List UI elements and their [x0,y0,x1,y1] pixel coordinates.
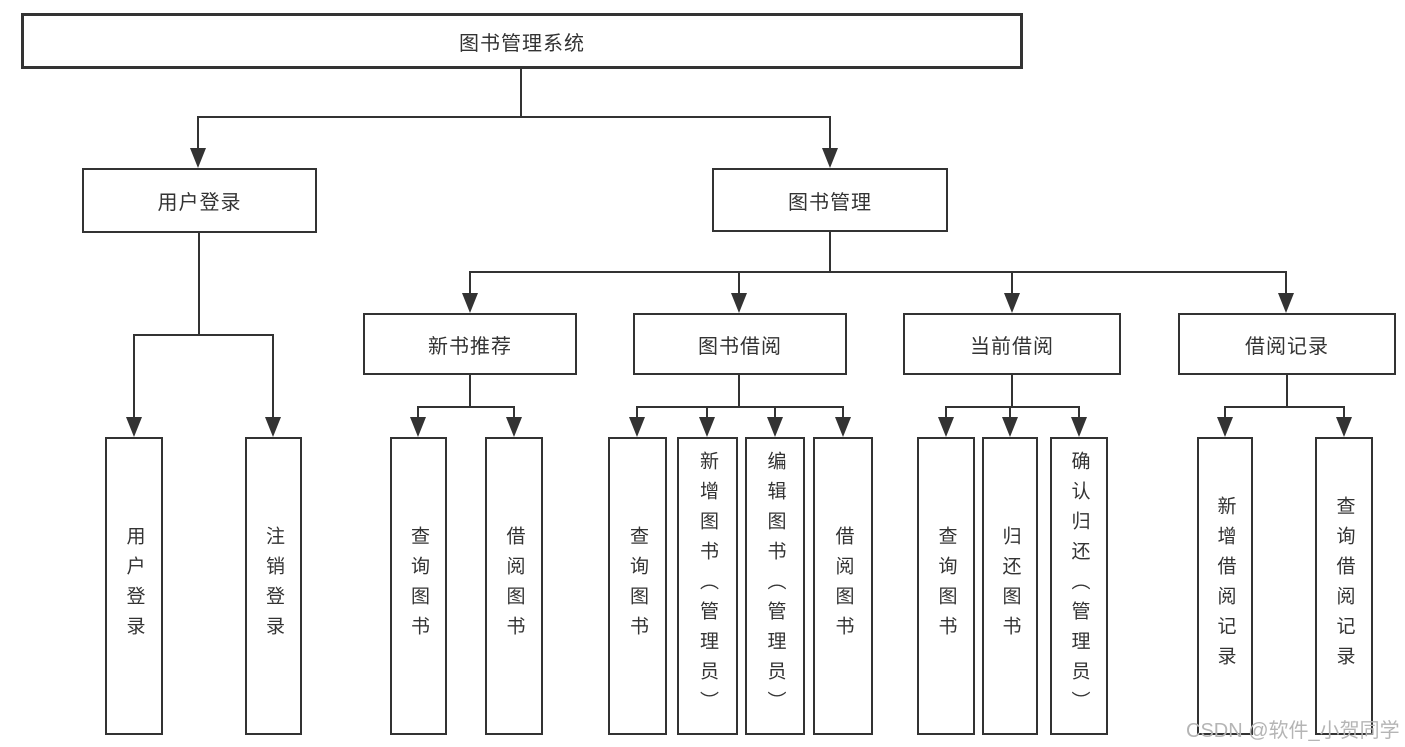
connector-line [470,271,1287,273]
connector-line [198,116,830,118]
connector-line [1078,406,1080,423]
node-book-borrow-label: 图书借阅 [698,335,782,358]
connector-line [738,271,740,299]
arrow-down-icon [629,417,645,437]
leaf-recommend-borrow-books: 借阅图书 [485,437,543,735]
connector-line [946,406,1079,408]
arrow-down-icon [1336,417,1352,437]
leaf-label: 查询图书 [627,526,648,646]
arrow-down-icon [410,417,426,437]
node-borrow-records-label: 借阅记录 [1245,335,1329,358]
leaf-borrow-add-books-admin: 新增图书（管理员） [677,437,738,735]
node-book-borrow: 图书借阅 [633,313,847,375]
leaf-label: 注销登录 [263,526,284,646]
connector-line [198,233,200,335]
connector-line [637,406,843,408]
arrow-down-icon [1278,293,1294,313]
leaf-label: 用户登录 [123,526,145,646]
node-new-book-recommend-label: 新书推荐 [428,335,512,358]
connector-line [417,406,419,423]
node-new-book-recommend: 新书推荐 [363,313,577,375]
arrow-down-icon [731,293,747,313]
connector-line [469,271,471,299]
node-current-borrow-label: 当前借阅 [970,335,1054,358]
arrow-down-icon [190,148,206,168]
arrow-down-icon [938,417,954,437]
leaf-user-login: 用户登录 [105,437,163,735]
connector-line [1225,406,1344,408]
leaf-label: 新增图书（管理员） [697,451,718,721]
connector-line [469,375,471,407]
connector-line [1286,375,1288,407]
connector-line [513,406,515,423]
connector-line [418,406,514,408]
leaf-label: 借阅图书 [503,526,525,646]
connector-line [829,232,831,272]
leaf-label: 查询借阅记录 [1333,496,1355,676]
leaf-label: 新增借阅记录 [1214,496,1236,676]
leaf-label: 查询图书 [935,526,957,646]
leaf-logout: 注销登录 [245,437,302,735]
arrow-down-icon [1004,293,1020,313]
node-current-borrow: 当前借阅 [903,313,1121,375]
leaf-borrow-query-books: 查询图书 [608,437,667,735]
leaf-recommend-query-books: 查询图书 [390,437,447,735]
arrow-down-icon [1002,417,1018,437]
connector-line [520,69,522,117]
node-root-label: 图书管理系统 [459,32,585,55]
leaf-label: 确认归还（管理员） [1068,451,1090,721]
connector-line [1011,375,1013,407]
connector-line [829,116,831,154]
arrow-down-icon [506,417,522,437]
node-user-login: 用户登录 [82,168,317,233]
arrow-down-icon [462,293,478,313]
connector-line [134,334,274,336]
arrow-down-icon [767,417,783,437]
leaf-current-query-books: 查询图书 [917,437,975,735]
arrow-down-icon [126,417,142,437]
arrow-down-icon [822,148,838,168]
node-user-login-label: 用户登录 [157,192,242,214]
arrow-down-icon [1071,417,1087,437]
leaf-current-confirm-return-admin: 确认归还（管理员） [1050,437,1108,735]
leaf-label: 编辑图书（管理员） [764,451,786,721]
arrow-down-icon [835,417,851,437]
leaf-label: 借阅图书 [832,526,854,646]
leaf-borrow-edit-books-admin: 编辑图书（管理员） [745,437,805,735]
arrow-down-icon [265,417,281,437]
leaf-records-query-record: 查询借阅记录 [1315,437,1373,735]
connector-line [1009,406,1011,423]
node-book-management: 图书管理 [712,168,948,232]
connector-line [842,406,844,423]
connector-line [945,406,947,423]
connector-line [1011,271,1013,299]
node-root: 图书管理系统 [21,13,1023,69]
connector-line [636,406,638,423]
connector-line [1224,406,1226,423]
leaf-current-return-books: 归还图书 [982,437,1038,735]
node-borrow-records: 借阅记录 [1178,313,1396,375]
arrow-down-icon [699,417,715,437]
leaf-borrow-borrow-books: 借阅图书 [813,437,873,735]
arrow-down-icon [1217,417,1233,437]
watermark-text: CSDN @软件_小贺同学 [1186,720,1400,742]
leaf-label: 归还图书 [999,526,1021,646]
connector-line [272,334,274,423]
connector-line [1343,406,1345,423]
connector-line [706,406,708,423]
connector-line [1285,271,1287,299]
connector-line [197,116,199,154]
connector-line [133,334,135,423]
leaf-label: 查询图书 [408,526,429,646]
connector-line [774,406,776,423]
leaf-records-add-record: 新增借阅记录 [1197,437,1253,735]
connector-line [738,375,740,407]
node-book-management-label: 图书管理 [788,191,872,214]
